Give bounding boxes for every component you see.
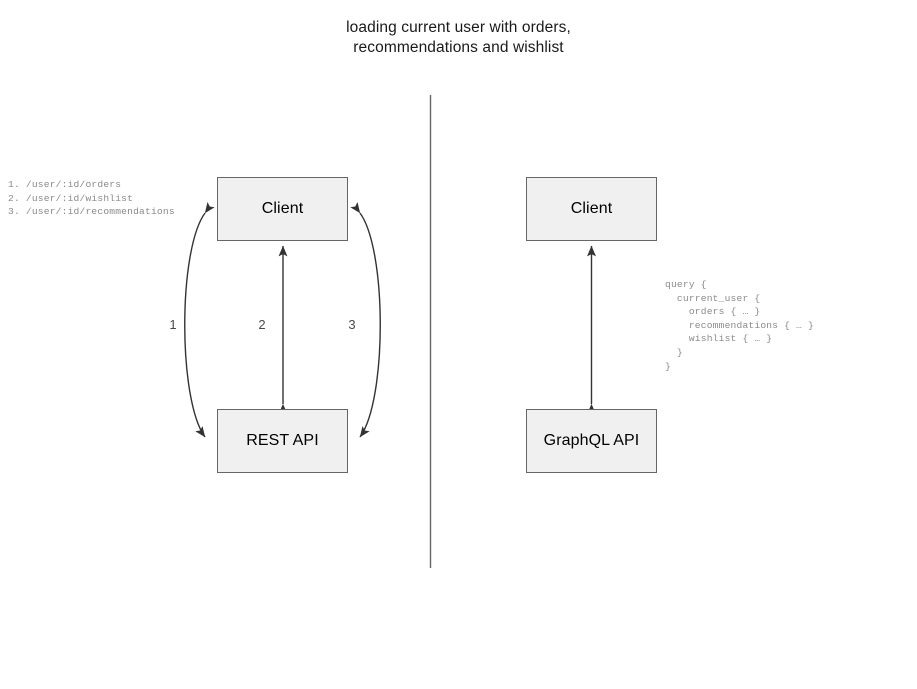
edge-label-1: 1 <box>169 317 177 332</box>
node-rest-api-label: REST API <box>246 432 319 449</box>
page-title: loading current user with orders, recomm… <box>346 19 571 56</box>
node-graphql-client[interactable]: Client <box>526 177 657 241</box>
graphql-query-annotation: query { current_user { orders { … } reco… <box>665 279 814 372</box>
node-rest-api[interactable]: REST API <box>217 409 348 473</box>
node-rest-client-label: Client <box>261 200 304 217</box>
node-rest-client[interactable]: Client <box>217 177 348 241</box>
node-graphql-client-label: Client <box>570 200 613 217</box>
node-graphql-api[interactable]: GraphQL API <box>526 409 657 473</box>
edge-client-restapi-1 <box>184 201 215 438</box>
rest-endpoints-annotation: 1. /user/:id/orders 2. /user/:id/wishlis… <box>8 179 175 218</box>
edge-client-restapi-3 <box>350 201 381 438</box>
node-graphql-api-label: GraphQL API <box>543 432 640 449</box>
edge-label-3: 3 <box>348 317 356 332</box>
edge-label-2: 2 <box>258 317 266 332</box>
